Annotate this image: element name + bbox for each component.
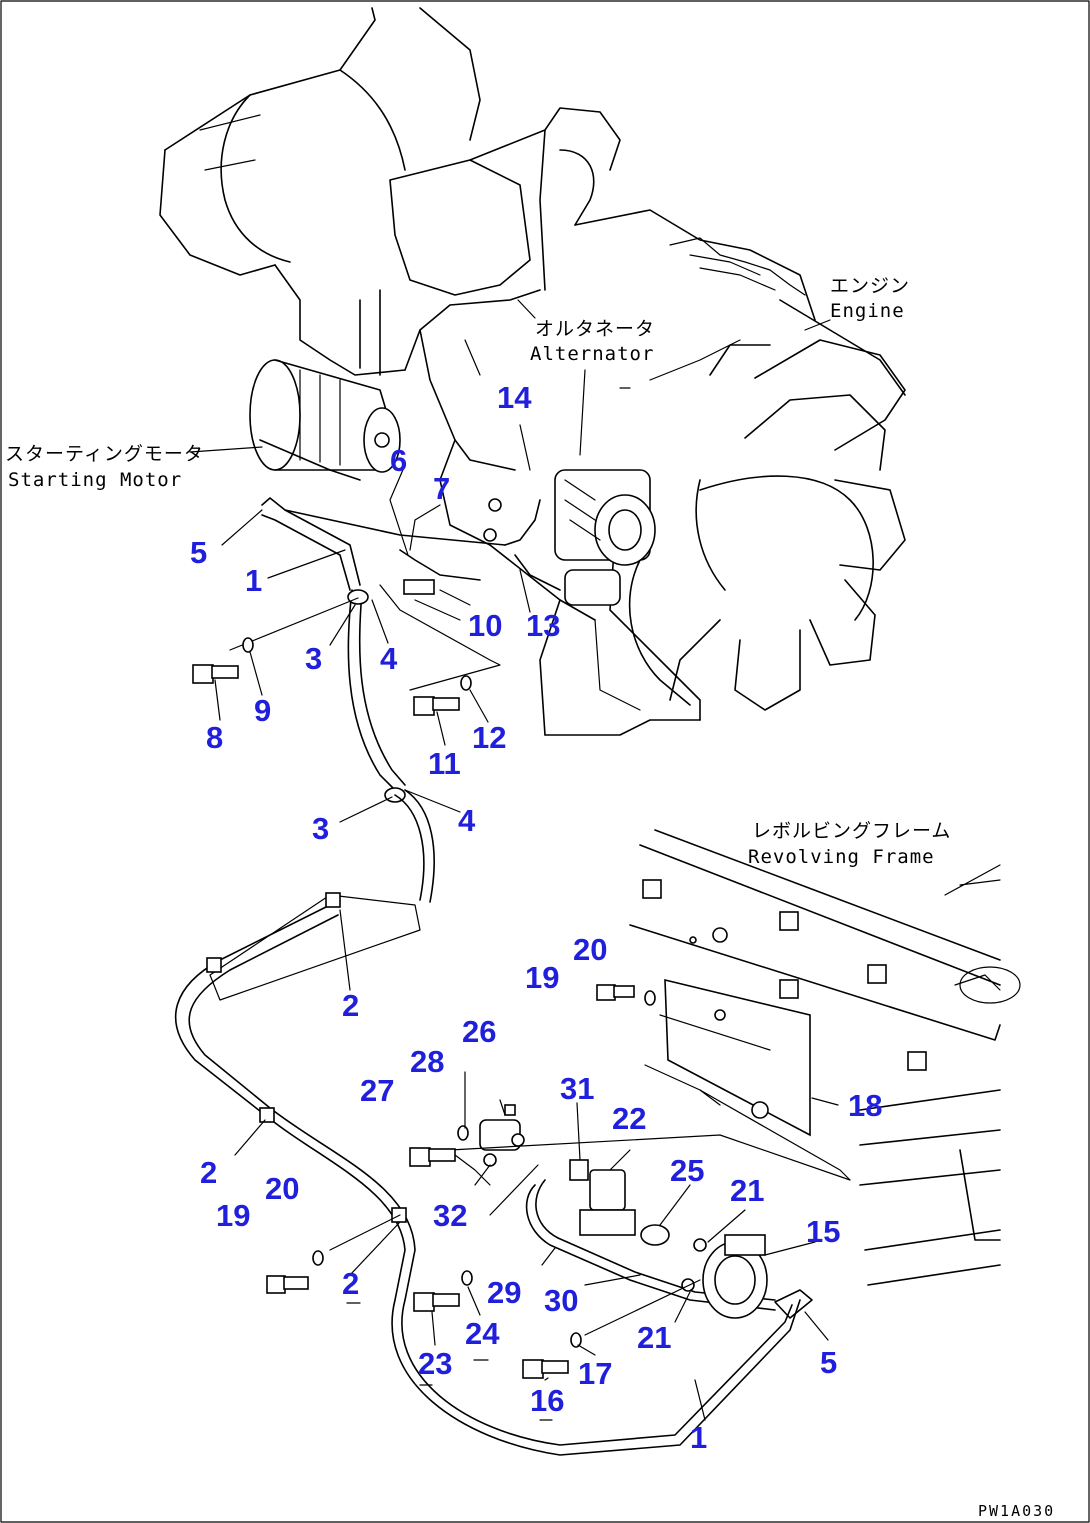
callout-32: 32: [433, 1198, 468, 1233]
revolving-frame-label-jp: レボルビングフレーム: [752, 820, 952, 842]
callout-2: 2: [342, 988, 360, 1023]
callout-30: 30: [544, 1283, 579, 1318]
callout-12: 12: [472, 720, 507, 755]
callout-15: 15: [806, 1214, 841, 1249]
callout-26: 26: [462, 1014, 497, 1049]
callout-11: 11: [428, 746, 461, 781]
callout-22: 22: [612, 1101, 647, 1136]
callout-6: 6: [390, 443, 408, 478]
lower-fasteners: [266, 1214, 701, 1379]
engine-label-jp: エンジン: [830, 275, 911, 297]
callout-5-lower: 5: [820, 1345, 838, 1380]
callout-21-lower: 21: [637, 1320, 672, 1355]
callout-5: 5: [190, 535, 208, 570]
callout-20: 20: [573, 932, 608, 967]
callout-18: 18: [848, 1088, 883, 1123]
callout-19-lower: 19: [216, 1198, 251, 1233]
engine-label-en: Engine: [830, 300, 905, 322]
starting-motor: [249, 359, 401, 481]
callout-4-lower: 4: [458, 803, 476, 838]
callout-9: 9: [254, 693, 272, 728]
callout-2-lower-left: 2: [200, 1155, 218, 1190]
callout-1-lower: 1: [690, 1420, 708, 1455]
alternator-label-jp: オルタネータ: [535, 318, 656, 340]
callout-29: 29: [487, 1275, 522, 1310]
callout-20-lower: 20: [265, 1171, 300, 1206]
callout-27: 27: [360, 1073, 395, 1108]
callout-23: 23: [418, 1346, 453, 1381]
revolving-frame: [629, 829, 1021, 1286]
battery-relay-15: [681, 1234, 768, 1319]
starting-motor-label-jp: スターティングモータ: [5, 443, 204, 465]
bolt-8: [192, 637, 254, 684]
callout-14: 14: [497, 380, 532, 415]
engine-outline: [159, 7, 906, 736]
callout-3: 3: [305, 641, 323, 676]
alternator-label-en: Alternator: [530, 343, 655, 365]
battery-relay-assembly: [409, 1104, 851, 1311]
bolt-11: [413, 675, 472, 716]
callout-19: 19: [525, 960, 560, 995]
callout-leaders: [189, 299, 839, 1421]
callout-4: 4: [380, 641, 398, 676]
callout-10: 10: [468, 608, 503, 643]
callout-2-bottom: 2: [342, 1266, 360, 1301]
callout-7: 7: [433, 471, 451, 506]
callout-3-lower: 3: [312, 811, 330, 846]
callout-8: 8: [206, 720, 224, 755]
drawing-code: PW1A030: [978, 1502, 1056, 1520]
callout-16: 16: [530, 1383, 565, 1418]
fan: [669, 339, 906, 711]
callout-24: 24: [465, 1316, 500, 1351]
callout-31: 31: [560, 1071, 595, 1106]
callout-28: 28: [410, 1044, 445, 1079]
callout-17: 17: [578, 1356, 613, 1391]
callout-1: 1: [245, 563, 263, 598]
alternator-wiring: [399, 498, 561, 595]
washer-12: [460, 675, 472, 691]
callout-13: 13: [526, 608, 561, 643]
starting-motor-label-en: Starting Motor: [8, 469, 183, 491]
alternator: [554, 469, 656, 606]
callout-21: 21: [730, 1173, 765, 1208]
washer-9: [242, 637, 254, 653]
revolving-frame-label-en: Revolving Frame: [748, 846, 935, 868]
callout-25: 25: [670, 1153, 705, 1188]
mounting-plate-18: [596, 978, 851, 1181]
